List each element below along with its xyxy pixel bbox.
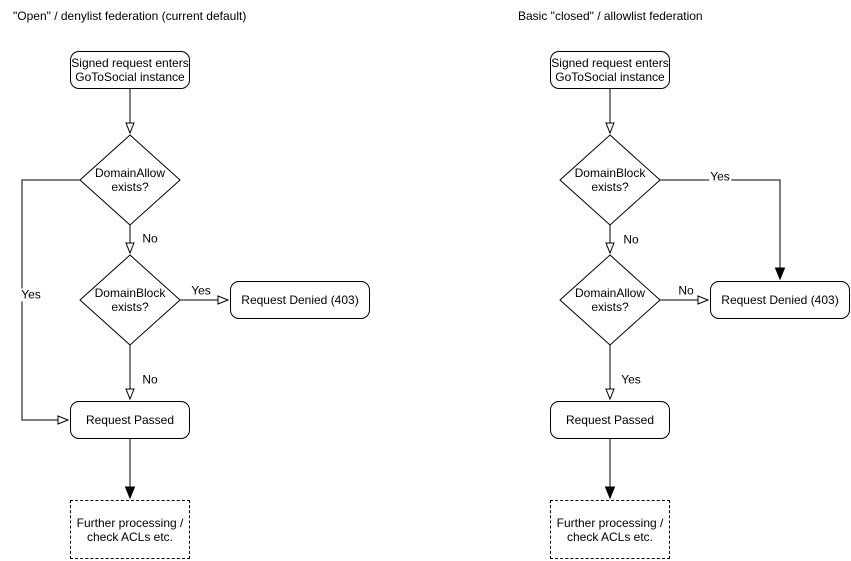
node-label-line: exists? bbox=[111, 300, 149, 314]
node-label-line: Request Passed bbox=[565, 413, 655, 427]
node-label-line: Signed request enters bbox=[551, 56, 669, 70]
diamond-left-domainallow bbox=[79, 134, 181, 226]
right-chart-title: Basic "closed" / allowlist federation bbox=[518, 9, 703, 23]
edge-label-left-domainblock-yes: Yes bbox=[190, 283, 212, 298]
node-label-line: DomainAllow bbox=[94, 166, 166, 180]
node-label-line: Further processing / bbox=[556, 515, 664, 530]
diamond-right-domainallow bbox=[559, 254, 661, 346]
diamond-right-domainblock bbox=[559, 134, 661, 226]
node-label-line: exists? bbox=[591, 180, 629, 194]
node-right-further-processing: Further processing / check ACLs etc. bbox=[550, 500, 670, 559]
edge-label-right-domainallow-no: No bbox=[677, 283, 695, 298]
edge-label-left-domainblock-no: No bbox=[141, 372, 159, 387]
node-label-line: GoToSocial instance bbox=[75, 70, 185, 84]
node-right-denied: Request Denied (403) bbox=[710, 281, 850, 319]
node-left-decision1-label: DomainAllow exists? bbox=[80, 150, 180, 210]
edge-label-left-domainallow-yes: Yes bbox=[20, 287, 42, 302]
edge-label-right-domainblock-yes: Yes bbox=[709, 169, 731, 184]
edge-label-right-domainblock-no: No bbox=[622, 232, 640, 247]
edge-right-domainblock-yes-to-denied bbox=[660, 179, 786, 281]
node-left-start: Signed request enters GoToSocial instanc… bbox=[70, 51, 190, 89]
node-left-passed: Request Passed bbox=[70, 401, 190, 439]
node-left-further-processing: Further processing / check ACLs etc. bbox=[70, 500, 190, 559]
node-label-line: Signed request enters bbox=[71, 56, 189, 70]
node-label-line: check ACLs etc. bbox=[566, 529, 654, 544]
node-right-passed: Request Passed bbox=[550, 401, 670, 439]
node-label-line: DomainBlock bbox=[574, 166, 646, 180]
node-label-line: Request Passed bbox=[85, 413, 175, 427]
node-left-decision2-label: DomainBlock exists? bbox=[80, 270, 180, 330]
node-label-line: exists? bbox=[591, 300, 629, 314]
node-label-line: Further processing / bbox=[76, 515, 184, 530]
node-label-line: GoToSocial instance bbox=[555, 70, 665, 84]
left-chart-title: "Open" / denylist federation (current de… bbox=[13, 9, 247, 23]
edge-label-right-domainallow-yes: Yes bbox=[620, 372, 642, 387]
node-label-line: check ACLs etc. bbox=[86, 529, 174, 544]
node-label-line: Request Denied (403) bbox=[721, 293, 839, 307]
node-left-denied: Request Denied (403) bbox=[230, 281, 370, 319]
node-label-line: Request Denied (403) bbox=[241, 293, 359, 307]
node-label-line: DomainAllow bbox=[574, 286, 646, 300]
node-right-decision1-label: DomainBlock exists? bbox=[560, 150, 660, 210]
node-label-line: DomainBlock bbox=[94, 286, 166, 300]
edge-label-left-domainallow-no: No bbox=[141, 231, 159, 246]
diamond-left-domainblock bbox=[79, 254, 181, 346]
node-right-decision2-label: DomainAllow exists? bbox=[560, 270, 660, 330]
node-right-start: Signed request enters GoToSocial instanc… bbox=[550, 51, 670, 89]
node-label-line: exists? bbox=[111, 180, 149, 194]
